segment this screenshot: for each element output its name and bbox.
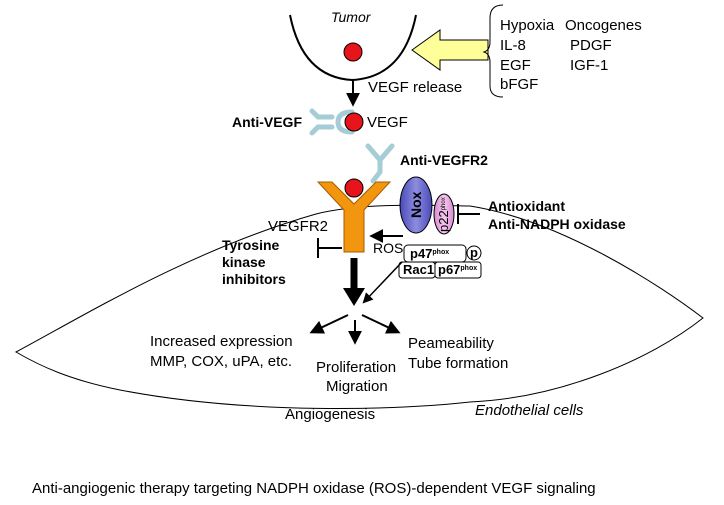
p47phox-label: p47phox: [410, 246, 449, 261]
ros-label: ROS: [373, 240, 403, 256]
p22phox-protein: [433, 193, 455, 235]
stimulus-pdgf: PDGF: [570, 37, 612, 54]
stimuli-bracket: [482, 4, 504, 98]
phospho-marker: [466, 245, 482, 261]
anti-vegf-label: Anti-VEGF: [232, 114, 302, 130]
phospho-label: p: [470, 245, 478, 260]
mmp-cox-upa-label: MMP, COX, uPA, etc.: [150, 353, 292, 370]
vegf-molecule-receptor: [344, 178, 364, 198]
p67phox-box: [434, 261, 482, 279]
p67phox-label: p67phox: [438, 262, 477, 277]
vegfr2-receptor-icon: [316, 181, 392, 253]
figure-caption: Anti-angiogenic therapy targeting NADPH …: [32, 480, 596, 497]
nox-protein: [399, 176, 433, 234]
tube-formation-label: Tube formation: [408, 355, 508, 372]
anti-vegf-antibody-icon: [309, 108, 335, 136]
vegfr2-label: VEGFR2: [268, 218, 328, 235]
proliferation-label: Proliferation: [316, 359, 396, 376]
stimulus-bfgf: bFGF: [500, 76, 538, 93]
vegf-molecule-tumor: [343, 42, 363, 62]
stimulus-il8: IL-8: [500, 37, 526, 54]
antioxidant-label: Antioxidant: [488, 198, 565, 214]
endothelial-cell-membrane: [14, 204, 704, 409]
rac1-label: Rac1: [403, 262, 434, 277]
permeability-label: Peameability: [408, 335, 494, 352]
p22phox-label: p22phox: [436, 197, 451, 232]
stimulus-igf1: IGF-1: [570, 57, 608, 74]
stimulus-hypoxia: Hypoxia: [500, 17, 555, 34]
stimulus-oncogenes: Oncogenes: [565, 17, 642, 34]
angiogenesis-label: Angiogenesis: [285, 406, 375, 423]
migration-label: Migration: [326, 378, 388, 395]
tki-label-1: Tyrosine: [222, 237, 280, 253]
anti-vegfr2-antibody-icon: [365, 143, 395, 184]
tki-label-2: kinase: [222, 254, 266, 270]
vegf-molecule-bound: [344, 112, 364, 132]
anti-nadph-label: Anti-NADPH oxidase: [488, 216, 626, 232]
stimuli-arrow: [411, 29, 489, 71]
stimulus-egf: EGF: [500, 57, 531, 74]
vegf-release-label: VEGF release: [368, 79, 462, 96]
anti-vegf-antibody-arms: [335, 109, 355, 135]
tumor-label: Tumor: [331, 9, 372, 25]
anti-vegfr2-label: Anti-VEGFR2: [400, 152, 488, 168]
nox-label: Nox: [408, 191, 424, 218]
nox-to-signal-arrow: [362, 261, 403, 304]
arrow-to-expression: [309, 314, 349, 334]
vegf-label: VEGF: [367, 114, 408, 131]
p47phox-box: [403, 244, 467, 263]
increased-expression-label: Increased expression: [150, 333, 293, 350]
arrow-to-permeability: [361, 314, 401, 334]
main-signal-arrowhead: [343, 288, 365, 306]
tki-label-3: inhibitors: [222, 271, 286, 287]
endothelial-cells-label: Endothelial cells: [475, 402, 584, 419]
